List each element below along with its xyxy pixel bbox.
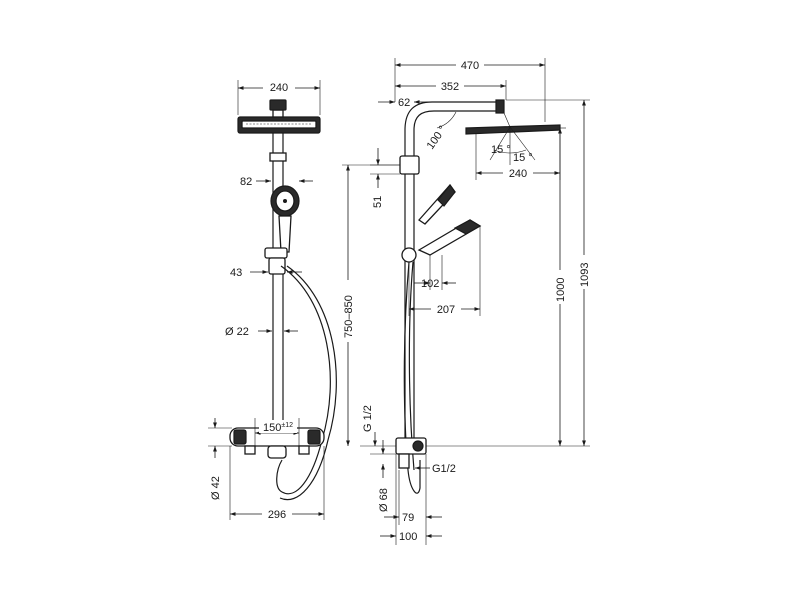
- dim-side-angle-100: 100 °: [425, 124, 450, 152]
- dim-front-296: 296: [268, 509, 286, 521]
- side-mixer: [395, 437, 427, 469]
- dim-side-100: 100: [399, 531, 417, 543]
- front-dimensions: 240 82 43 Ø 22 150±12 Ø 42 296: [208, 80, 325, 521]
- dim-side-g12-vertical: G 1/2: [362, 405, 374, 432]
- dim-side-angle-15a: 15 °: [491, 144, 511, 156]
- dim-front-150: 150±12: [263, 422, 293, 434]
- dim-side-79: 79: [402, 512, 414, 524]
- dim-side-352: 352: [441, 81, 459, 93]
- front-mixer: [229, 427, 325, 459]
- side-dimensions: 470 352 62 100 ° 15 ° 15 ° 240 51 750–85…: [341, 58, 591, 545]
- dim-side-51: 51: [372, 196, 384, 208]
- dim-side-g12: G1/2: [432, 463, 456, 475]
- side-view: [395, 99, 561, 494]
- dim-side-207: 207: [437, 304, 455, 316]
- dim-side-head-240: 240: [509, 168, 527, 180]
- dim-side-1000: 1000: [555, 278, 567, 302]
- dim-front-82: 82: [240, 176, 252, 188]
- dim-side-angle-15b: 15 °: [513, 152, 533, 164]
- dim-side-62: 62: [398, 97, 410, 109]
- dim-side-750-850: 750–850: [343, 295, 355, 338]
- side-hand-showers: [417, 183, 482, 256]
- front-hand-shower: [270, 185, 300, 253]
- dim-front-240: 240: [270, 82, 288, 94]
- dim-side-1093: 1093: [579, 263, 591, 287]
- dim-front-43: 43: [230, 267, 242, 279]
- dim-side-470: 470: [461, 60, 479, 72]
- front-view: [229, 99, 337, 501]
- dim-side-dia68: Ø 68: [378, 488, 390, 512]
- dim-side-102: 102: [421, 278, 439, 290]
- dim-front-dia22: Ø 22: [225, 326, 249, 338]
- dim-front-dia42: Ø 42: [210, 476, 222, 500]
